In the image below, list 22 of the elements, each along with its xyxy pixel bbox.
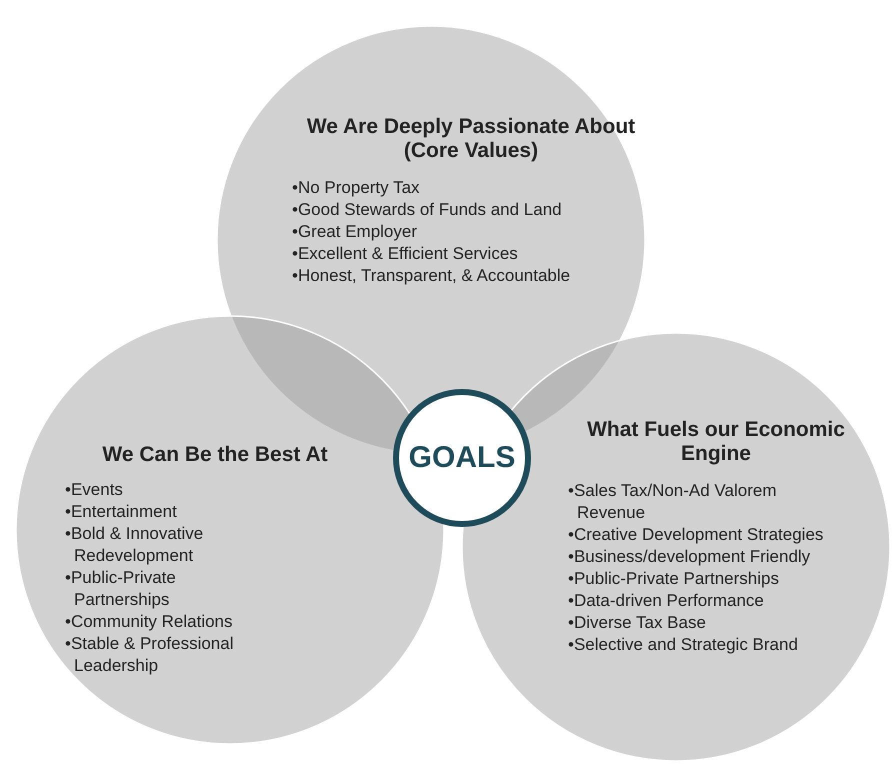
bullet-item: •Events — [65, 479, 124, 501]
bullet-item: •Public-Private Partnerships — [65, 567, 177, 611]
bullet-item: •Good Stewards of Funds and Land — [292, 199, 563, 221]
bullet-item: •Selective and Strategic Brand — [568, 634, 799, 656]
bullet-item: •Stable & Professional Leadership — [65, 633, 234, 677]
bullet-item: •Entertainment — [65, 501, 178, 523]
section-heading: We Are Deeply Passionate About (Core Values) — [306, 115, 636, 163]
bullet-item: •Public-Private Partnerships — [568, 568, 780, 590]
bullet-item: •Data-driven Performance — [568, 590, 765, 612]
center-label: GOALS — [408, 440, 516, 476]
bullet-item: •Creative Development Strategies — [568, 524, 824, 546]
bullet-item: •Great Employer — [292, 221, 418, 243]
bullet-item: •Business/development Friendly — [568, 546, 812, 568]
bullet-item: •Sales Tax/Non-Ad Valorem Revenue — [568, 480, 778, 524]
bullet-item: •Bold & Innovative Redevelopment — [65, 523, 204, 567]
section-heading: What Fuels our Economic Engine — [586, 418, 846, 466]
bullet-item: •Diverse Tax Base — [568, 612, 707, 634]
section-heading: We Can Be the Best At — [101, 443, 329, 467]
bullet-item: •Honest, Transparent, & Accountable — [292, 265, 572, 287]
bullet-item: •Community Relations — [65, 611, 234, 633]
bullet-item: •Excellent & Efficient Services — [292, 243, 519, 265]
bullet-item: •No Property Tax — [292, 177, 421, 199]
